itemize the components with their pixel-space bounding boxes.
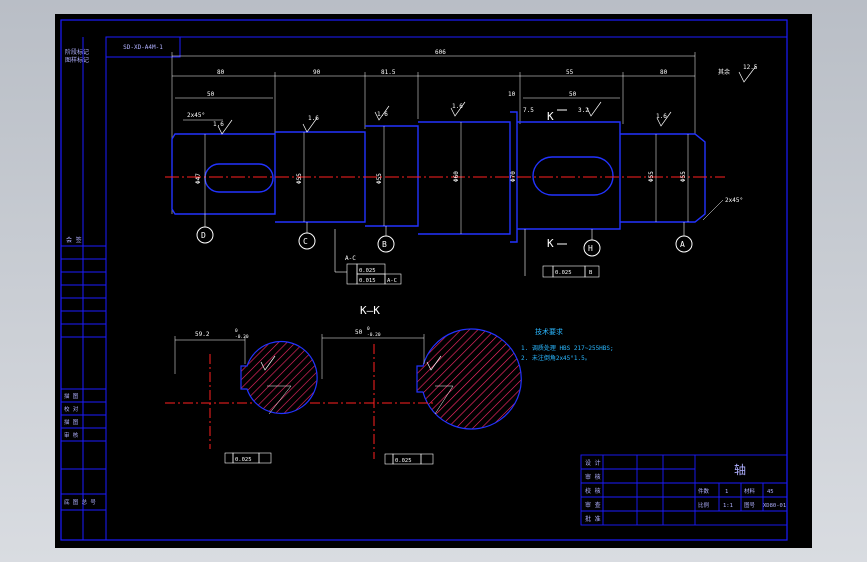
section-left xyxy=(165,336,318,464)
section-right-tol-upper: 0 xyxy=(367,326,370,332)
datum-markers xyxy=(196,214,693,257)
ra-6: 1.6 xyxy=(656,113,667,120)
tb-dwg-no: XD80-01 xyxy=(763,503,786,509)
ra-2: 1.6 xyxy=(308,115,319,122)
tb-row-4: 审 查 xyxy=(585,501,601,509)
chamfer-right: 2x45° xyxy=(725,197,743,204)
roughness-symbol xyxy=(738,65,757,83)
ra-3: 1.6 xyxy=(377,111,388,118)
tol-right-ref: B xyxy=(589,270,593,276)
tb-scale-label: 比例 xyxy=(698,501,710,509)
left-block-2b: 校 对 xyxy=(64,405,79,413)
dim-seg4: 55 xyxy=(566,69,574,76)
tech-req-title: 技术要求 xyxy=(535,327,563,336)
datum-d: D xyxy=(201,231,206,240)
datum-c: C xyxy=(303,237,308,246)
dim-keyway-left: 50 xyxy=(207,91,215,98)
left-grid-1 xyxy=(61,258,106,511)
tb-row-1: 设 计 xyxy=(585,459,601,467)
tech-req-2: 2. 未注倒角2x45°1.5。 xyxy=(521,354,591,362)
drawing-sheet: SD-XD-A4M-1 阶段标记 图样标记 会 签 描 图 校 对 描 图 审 … xyxy=(55,14,812,548)
dim-seg1: 80 xyxy=(217,69,225,76)
left-block-3: 底 图 总 号 xyxy=(64,498,96,506)
dim-extension-lines xyxy=(171,52,696,214)
tol-right-val: 0.025 xyxy=(555,270,572,276)
tech-req-1: 1. 调质处理 HBS 217~255HBS; xyxy=(521,344,614,352)
section-mark-top: K xyxy=(547,110,554,123)
part-name: 轴 xyxy=(734,462,746,477)
inner-border xyxy=(105,36,788,541)
dia-2: Φ55 xyxy=(296,173,303,184)
ra-5: 3.2 xyxy=(578,107,589,114)
tb-row-3: 校 核 xyxy=(585,487,601,495)
tol-note: A-C xyxy=(345,255,356,262)
ra-1: 1.6 xyxy=(213,121,224,128)
shaft-drawing: SD-XD-A4M-1 阶段标记 图样标记 会 签 描 图 校 对 描 图 审 … xyxy=(60,19,788,541)
chamfer-left: 2x45° xyxy=(187,112,205,119)
dia-4: Φ60 xyxy=(453,171,460,182)
tb-qty-label: 件数 xyxy=(698,487,710,495)
left-block-2c: 描 图 xyxy=(64,418,79,426)
left-block-1: 会 签 xyxy=(66,236,82,244)
drawing-tag-box xyxy=(105,36,181,58)
dia-3: Φ55 xyxy=(376,173,383,184)
diameter-dim-lines xyxy=(204,122,689,234)
section-mark-bottom: K xyxy=(547,237,554,250)
tb-row-2: 审 核 xyxy=(585,473,601,481)
dim-keyway-right: 50 xyxy=(569,91,577,98)
datum-b: B xyxy=(382,240,387,249)
tolerance-frame-right xyxy=(524,229,600,278)
dia-6: Φ55 xyxy=(648,171,655,182)
dim-small1: 10 xyxy=(508,91,516,98)
tb-scale: 1:1 xyxy=(723,503,733,509)
outer-border xyxy=(60,19,788,541)
dim-small2: 7.5 xyxy=(523,107,534,114)
ra-4: 1.6 xyxy=(452,103,463,110)
left-block-2d: 审 核 xyxy=(64,431,79,439)
dia-1: Φ47 xyxy=(195,173,202,184)
side-label-2: 图样标记 xyxy=(65,56,89,64)
roughness-marks xyxy=(217,101,672,135)
dim-seg2: 90 xyxy=(313,69,321,76)
section-right-tol-val: 0.025 xyxy=(395,458,412,464)
diameter-labels: Φ47 Φ55 Φ55 Φ60 Φ70 Φ55 Φ55 xyxy=(195,171,687,184)
section-right-tol-lower: -0.20 xyxy=(367,332,381,338)
tb-qty: 1 xyxy=(725,489,728,495)
tol-val-a: 0.025 xyxy=(359,268,376,274)
dim-overall: 606 xyxy=(435,49,446,56)
roughness-general: 12.5 xyxy=(743,64,758,71)
section-view-title: K—K xyxy=(360,304,380,317)
tol-ref: A-C xyxy=(387,278,397,284)
side-label-1: 阶段标记 xyxy=(65,48,89,56)
section-right xyxy=(310,328,522,465)
section-left-tol-lower: -0.20 xyxy=(235,334,249,340)
dia-5: Φ70 xyxy=(510,171,517,182)
section-left-dim: 59.2 xyxy=(195,331,210,338)
dim-seg3: 81.5 xyxy=(381,69,396,76)
tb-mat-label: 材料 xyxy=(744,487,756,495)
roughness-label: 其余 xyxy=(718,68,730,76)
tolerance-frame-main xyxy=(334,229,402,285)
datum-a: A xyxy=(680,240,685,249)
chamfer-right-leader xyxy=(702,199,724,221)
section-left-tol-upper: 0 xyxy=(235,328,238,334)
drawing-tag: SD-XD-A4M-1 xyxy=(123,44,163,51)
tb-row-5: 批 准 xyxy=(585,515,601,523)
tb-dwg-label: 图号 xyxy=(744,501,756,509)
dim-seg5: 80 xyxy=(660,69,668,76)
left-block-2a: 描 图 xyxy=(64,392,79,400)
tol-val-b: 0.015 xyxy=(359,278,376,284)
dia-7: Φ55 xyxy=(680,171,687,182)
title-block-grid xyxy=(580,454,788,526)
section-right-dim: 50 xyxy=(355,329,363,336)
tb-material: 45 xyxy=(767,489,774,495)
datum-h: H xyxy=(588,244,593,253)
section-left-tol-val: 0.025 xyxy=(235,457,252,463)
shaft-outline xyxy=(171,111,706,243)
